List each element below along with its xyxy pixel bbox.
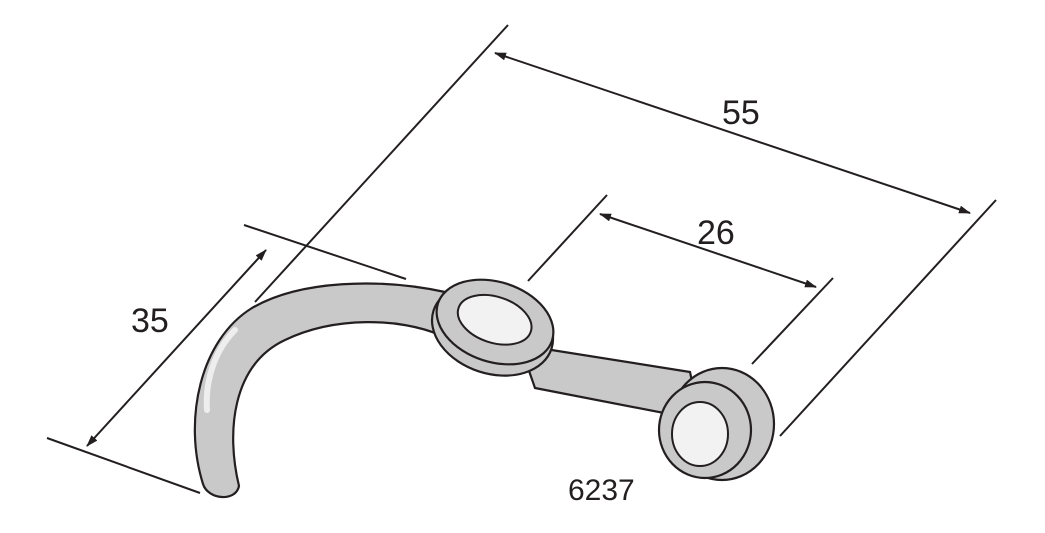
dimension-label-35: 35 (131, 302, 169, 340)
extension-line-left (254, 24, 509, 303)
dimension-label-26: 26 (697, 214, 735, 252)
dimension-arrow (599, 213, 817, 288)
extension-line-right (751, 277, 834, 365)
dimension-55: 55 (254, 24, 997, 437)
dimension-35: 35 (46, 224, 407, 494)
eye-2-hole (671, 401, 729, 467)
hook-arm (193, 282, 447, 499)
extension-line-right (779, 199, 997, 437)
dimension-arrow (494, 52, 971, 214)
part-number: 6237 (568, 474, 635, 507)
extension-line-top (243, 224, 407, 280)
dimension-label-55: 55 (722, 94, 760, 132)
hook-part (193, 278, 776, 499)
extension-line-bottom (46, 437, 201, 494)
eye-1-hole (456, 293, 533, 346)
extension-line-left (527, 194, 608, 282)
hook-highlight (203, 327, 238, 413)
dimension-arrow (86, 249, 267, 447)
eye-1 (430, 278, 555, 377)
dimension-26: 26 (527, 194, 834, 365)
